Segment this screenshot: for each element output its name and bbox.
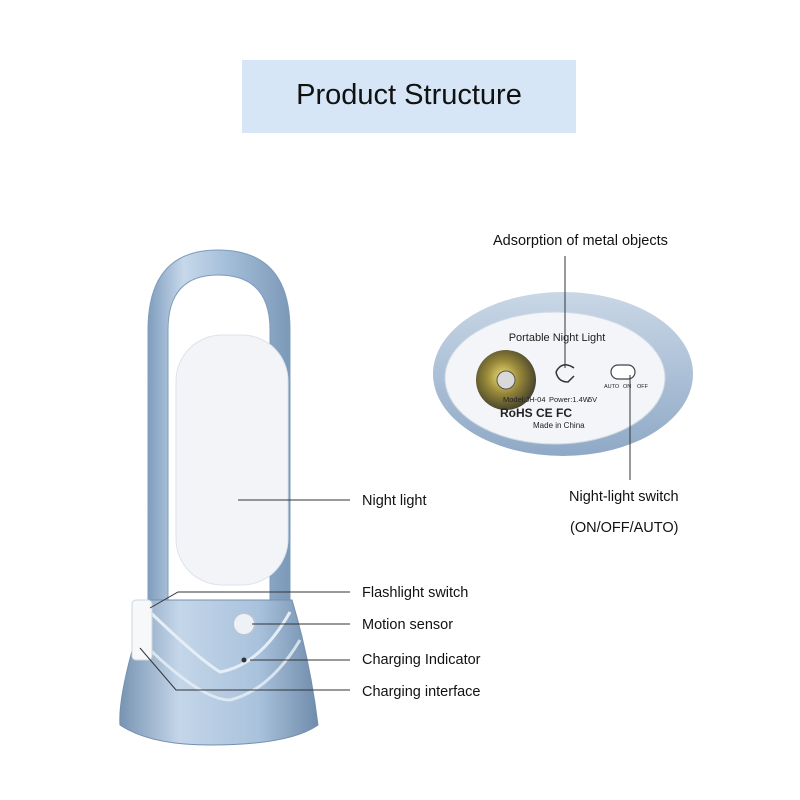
title-banner: Product Structure <box>242 60 576 133</box>
lamp-body <box>119 249 319 746</box>
flashlight-switch-part <box>131 599 153 661</box>
label-night-light-switch: Night-light switch <box>569 489 679 505</box>
leader-lines <box>139 499 350 691</box>
plate-power: Power:1.4W <box>549 395 591 404</box>
plate-product-name: Portable Night Light <box>509 332 606 344</box>
plate-switch-off: OFF <box>637 384 649 390</box>
motion-sensor-part <box>232 612 256 636</box>
plate-certifications: RoHS CE FC <box>500 406 572 420</box>
night-light-diffuser <box>175 334 289 586</box>
plate-model: Model:JH-04 <box>503 395 546 404</box>
label-charging-interface: Charging interface <box>362 684 481 700</box>
charging-indicator-dot <box>241 657 247 663</box>
label-flashlight-switch: Flashlight switch <box>362 585 469 601</box>
label-switch-modes: (ON/OFF/AUTO) <box>570 520 679 536</box>
plate-switch-auto: AUTO <box>604 384 620 390</box>
plate-origin: Made in China <box>533 421 585 430</box>
label-motion-sensor: Motion sensor <box>362 617 454 633</box>
plate-voltage: 5V <box>588 395 597 404</box>
plate-switch-on: ON <box>623 384 631 390</box>
page-title: Product Structure <box>296 79 522 111</box>
plate-leader-lines <box>564 256 631 480</box>
label-night-light: Night light <box>362 493 427 509</box>
label-charging-indicator: Charging Indicator <box>362 652 481 668</box>
switch-slot <box>610 364 636 380</box>
label-adsorption: Adsorption of metal objects <box>493 233 668 249</box>
magnet-symbol-icon <box>555 364 575 383</box>
base-plate <box>433 292 693 456</box>
